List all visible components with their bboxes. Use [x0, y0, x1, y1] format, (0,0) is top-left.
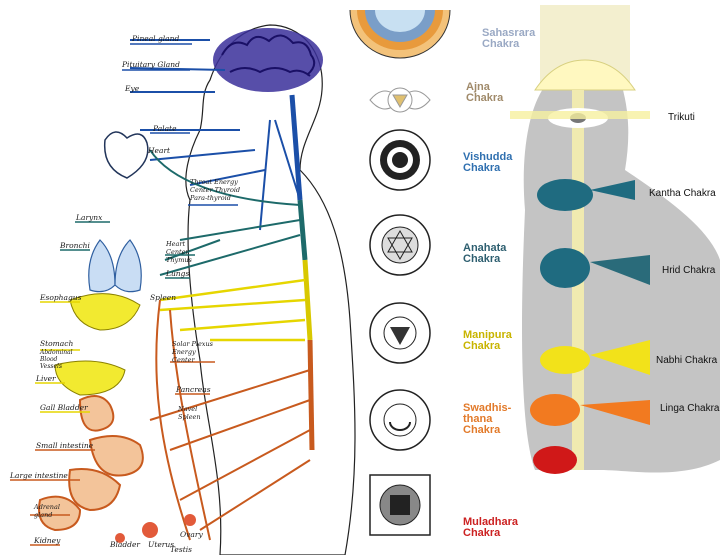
ajna-symbol — [370, 88, 430, 112]
chakra-name-manipura: Manipura Chakra — [463, 330, 512, 352]
brain — [213, 28, 323, 92]
solar-nerves — [160, 280, 305, 340]
label-stomach: Stomach — [40, 339, 73, 348]
label-throat-center: Throat Energy Center Thyroid Para-thyroi… — [190, 178, 246, 202]
swadhisthana-symbol — [370, 390, 430, 450]
heart-organ — [105, 132, 148, 178]
chakra-name-vishudda: Vishudda Chakra — [463, 152, 512, 174]
manipura-symbol — [370, 303, 430, 363]
label-gall-bladder: Gall Bladder — [40, 403, 88, 412]
label-esophagus: Esophagus — [40, 293, 81, 302]
label-heart: Heart — [148, 146, 170, 155]
muladhara-symbol — [370, 475, 430, 535]
label-lungs: Lungs — [166, 269, 189, 278]
label-hrid-chakra: Hrid Chakra — [662, 265, 715, 276]
vishudda-symbol — [370, 130, 430, 190]
label-trikuti: Trikuti — [668, 112, 695, 123]
label-testis: Testis — [170, 545, 192, 554]
label-larynx: Larynx — [76, 213, 102, 222]
crown-lotus — [535, 5, 635, 90]
label-pituitary-gland: Pituitary Gland — [122, 60, 180, 69]
body-outline — [186, 25, 355, 555]
label-pancreas: Pancreas — [176, 385, 211, 394]
label-kantha-chakra: Kantha Chakra — [649, 188, 716, 199]
chakra-name-ajna: Ajna Chakra — [466, 82, 503, 104]
label-liver: Liver — [36, 374, 56, 383]
anahata-symbol — [370, 215, 430, 275]
muladhara-lotus — [533, 446, 577, 474]
label-small-intestine: Small intestine — [36, 441, 93, 450]
label-bladder: Bladder — [110, 540, 140, 549]
chakra-symbols-column — [345, 0, 455, 555]
label-nabhi-chakra: Nabhi Chakra — [656, 355, 717, 366]
label-eye: Eye — [125, 84, 139, 93]
label-palate: Palate — [153, 124, 177, 133]
lower-nerves — [150, 300, 310, 540]
spine — [292, 95, 312, 450]
label-large-intestine: Large intestine — [10, 471, 68, 480]
label-kidney: Kidney — [34, 536, 60, 545]
sahasrara-symbol — [350, 10, 450, 58]
label-spleen-top: Spleen — [150, 293, 176, 302]
label-adrenal-gland: Adrenal gland — [34, 503, 70, 519]
lungs-organ — [89, 240, 142, 292]
chakra-name-anahata: Anahata Chakra — [463, 243, 506, 265]
label-heart-center: Heart Center Thymus — [166, 240, 198, 264]
label-solar-plexus: Solar Plexus Energy Center — [172, 340, 216, 364]
label-navel-spleen: Navel Spleen — [178, 405, 212, 421]
label-abdominal-vessels: Abdominal Blood Vessels — [40, 349, 80, 370]
chakra-name-swadhisthana: Swadhis- thana Chakra — [463, 403, 511, 436]
label-pineal-gland: Pineal gland — [132, 34, 179, 43]
label-ovary: Ovary — [180, 530, 203, 539]
label-linga-chakra: Linga Chakra — [660, 403, 719, 414]
label-bronchi: Bronchi — [60, 241, 90, 250]
subtle-body-panel — [510, 0, 720, 555]
